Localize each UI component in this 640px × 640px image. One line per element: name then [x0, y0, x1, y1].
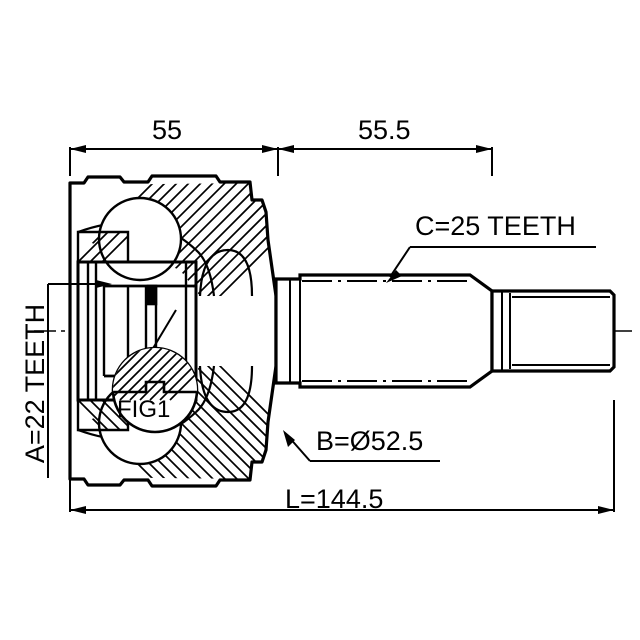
shaft-large-section [274, 273, 494, 389]
arrow-l-left [70, 506, 86, 514]
arrow-555-left [278, 145, 294, 153]
cage-shoulder-upper [195, 249, 216, 297]
detail-bubble-label: FIG1 [117, 396, 171, 423]
leader-b-arrowhead [283, 430, 295, 447]
cage-shoulder-lower [195, 365, 216, 413]
arrow-55-left [70, 145, 86, 153]
dimension-label-shaft-length: 55.5 [358, 115, 411, 145]
dimension-arrows-bottom [70, 506, 614, 514]
cage-dome-upper [198, 248, 254, 297]
arrow-55-right [262, 145, 278, 153]
arrow-555-right [476, 145, 492, 153]
leader-c-arrowhead [386, 270, 402, 283]
callout-label-outer-spline: C=25 TEETH [415, 211, 576, 241]
dimension-label-outer-diameter: B=Ø52.5 [316, 426, 424, 456]
race-wedge-hatching [76, 230, 130, 432]
shaft-splined-end [490, 289, 616, 373]
wedge-box-upper [76, 230, 130, 264]
leader-c-teeth [389, 246, 596, 278]
shaft-detail-lines [289, 279, 610, 383]
dimension-label-total-length: L=144.5 [285, 484, 384, 514]
dimension-label-joint-length: 55 [152, 115, 183, 145]
callout-label-inner-spline: A=22 TEETH [20, 303, 51, 464]
dimension-group-bottom [69, 400, 615, 512]
output-shaft-group [274, 273, 616, 389]
arrow-l-right [598, 506, 614, 514]
spline-tooth-nub [146, 284, 158, 306]
spline-tooth-detail [146, 284, 158, 306]
ball-bearing-upper [97, 196, 183, 282]
dimension-group-top [69, 147, 493, 176]
fig1-leader-line [151, 309, 177, 351]
wedge-box-lower [76, 398, 130, 432]
cage-dome-lower [198, 365, 254, 414]
leader-c-diagonal [389, 246, 411, 278]
leader-a-arrowhead [96, 280, 112, 288]
dimension-arrows-top [70, 145, 492, 153]
